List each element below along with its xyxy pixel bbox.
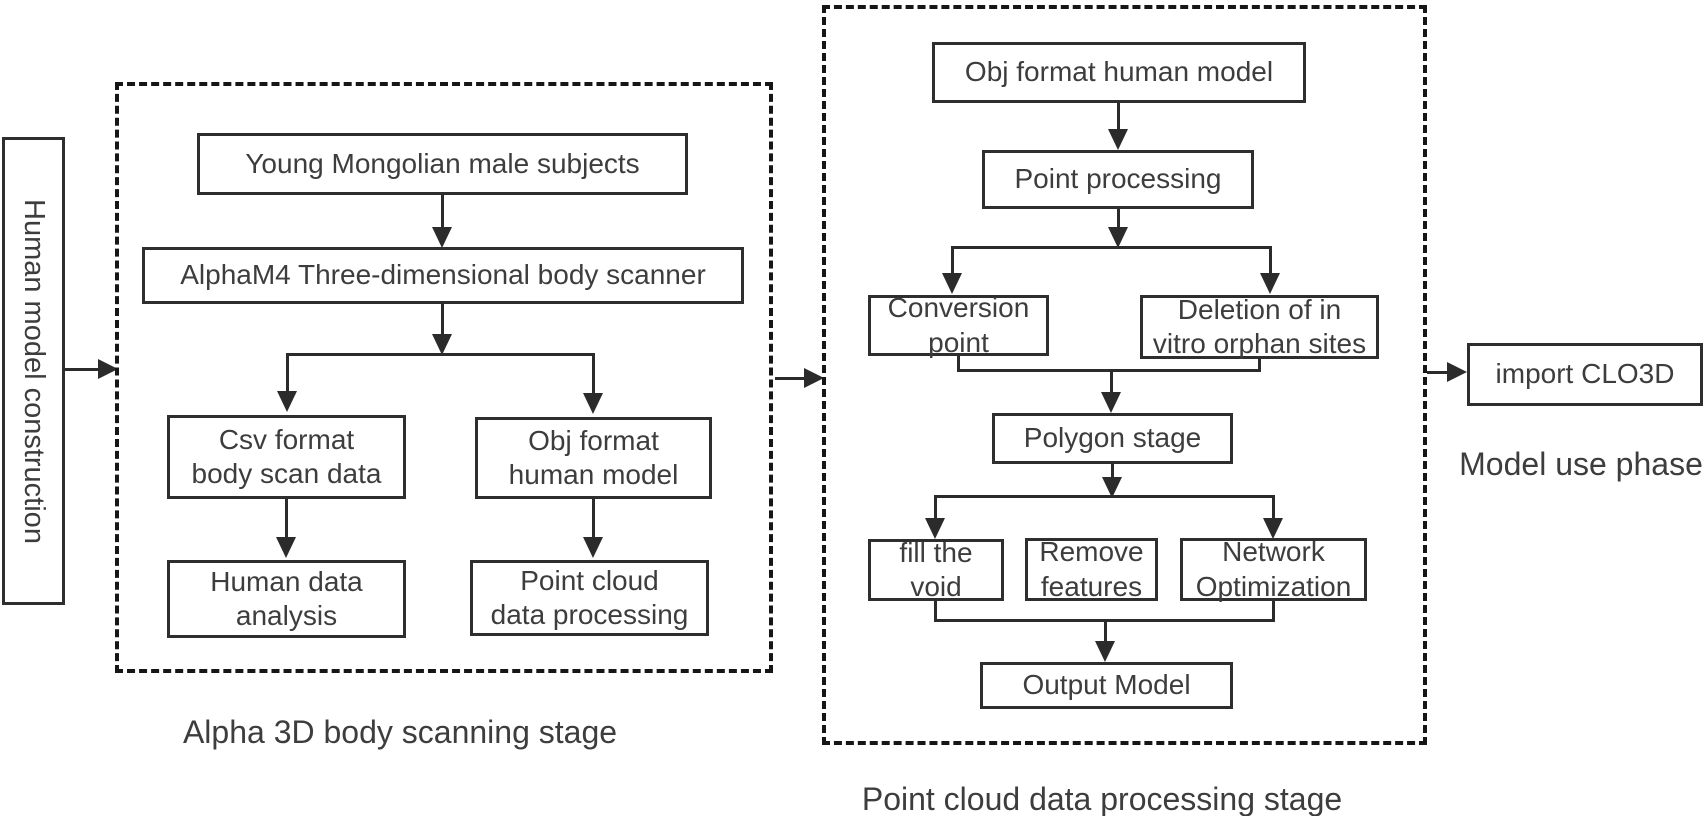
arrow-obj2-to-pointprocessing-line xyxy=(1117,103,1120,130)
branch-to-obj-head xyxy=(583,393,603,414)
merge2-right-stub xyxy=(1272,601,1275,622)
merge1-left-stub xyxy=(957,356,960,372)
arrow-merge2-to-output-line xyxy=(1104,619,1107,642)
node-obj-format-model-stage1: Obj format human model xyxy=(475,417,712,499)
arrow-obj-to-pointcloud-head xyxy=(583,537,603,558)
node-polygon-stage: Polygon stage xyxy=(992,413,1233,464)
arrow-scanner-down-head xyxy=(432,334,452,355)
node-output-model: Output Model xyxy=(980,662,1233,709)
node-deletion-orphan-sites: Deletion of in vitro orphan sites xyxy=(1140,294,1379,359)
branch-to-csv-head xyxy=(277,391,297,412)
branch-to-conversion-head xyxy=(942,273,962,294)
stage1-dashed-frame xyxy=(115,82,773,673)
branch-to-csv-line xyxy=(286,353,289,392)
node-point-processing: Point processing xyxy=(982,150,1254,209)
stage2-dashed-frame xyxy=(822,5,1427,745)
stage2-branch-line-1 xyxy=(952,246,1272,249)
stage1-branch-line xyxy=(287,353,595,356)
arrow-csv-to-analysis-line xyxy=(285,499,288,538)
node-human-data-analysis: Human data analysis xyxy=(167,560,406,638)
arrow-construction-to-stage1-line xyxy=(65,368,101,371)
arrow-polygon-down-head xyxy=(1102,477,1122,498)
branch-to-deletion-line xyxy=(1269,246,1272,274)
arrow-obj2-to-pointprocessing-head xyxy=(1108,129,1128,150)
merge1-right-stub xyxy=(1258,359,1261,372)
node-csv-format-data: Csv format body scan data xyxy=(167,415,406,499)
stage2-caption: Point cloud data processing stage xyxy=(861,781,1343,816)
arrow-merge1-to-polygon-head xyxy=(1101,392,1121,413)
node-import-clo3d: import CLO3D xyxy=(1467,343,1703,406)
node-remove-features: Remove features xyxy=(1025,536,1158,602)
arrow-construction-to-stage1-head xyxy=(98,359,118,379)
node-point-cloud-processing-stage1: Point cloud data processing xyxy=(470,560,709,636)
arrow-stage1-to-stage2-head xyxy=(804,368,824,388)
stage1-caption: Alpha 3D body scanning stage xyxy=(182,714,618,750)
arrow-scanner-down-line xyxy=(441,304,444,336)
arrow-csv-to-analysis-head xyxy=(276,537,296,558)
arrow-merge2-to-output-head xyxy=(1095,641,1115,662)
arrow-polygon-down-line xyxy=(1111,464,1114,479)
arrow-obj-to-pointcloud-line xyxy=(592,499,595,538)
arrow-merge1-to-polygon-line xyxy=(1110,369,1113,393)
arrow-stage1-to-stage2-line xyxy=(775,377,807,380)
human-model-construction-box: Human model construction xyxy=(2,137,65,605)
branch-to-fillvoid-head xyxy=(925,518,945,539)
branch-to-obj-line xyxy=(592,353,595,394)
arrow-subjects-to-scanner-head xyxy=(432,227,452,248)
merge2-left-stub xyxy=(934,601,937,622)
arrow-stage2-to-import-head xyxy=(1447,362,1467,382)
branch-to-conversion-line xyxy=(951,246,954,274)
node-obj-format-model-stage2: Obj format human model xyxy=(932,42,1306,103)
branch-to-deletion-head xyxy=(1260,273,1280,294)
node-conversion-point: Conversion point xyxy=(868,292,1049,358)
branch-to-network-head xyxy=(1263,518,1283,539)
node-fill-the-void: fill the void xyxy=(868,537,1004,602)
arrow-stage2-to-import-line xyxy=(1427,371,1449,374)
branch-to-network-line xyxy=(1272,495,1275,519)
arrow-pointprocessing-down-head xyxy=(1108,227,1128,248)
node-young-mongolian-subjects: Young Mongolian male subjects xyxy=(197,133,688,195)
branch-to-fillvoid-line xyxy=(934,495,937,519)
arrow-subjects-to-scanner-line xyxy=(441,195,444,228)
node-network-optimization: Network Optimization xyxy=(1180,536,1367,602)
merge1-line xyxy=(957,369,1261,372)
node-alpham4-scanner: AlphaM4 Three-dimensional body scanner xyxy=(142,247,744,304)
stage2-branch-line-2 xyxy=(935,495,1275,498)
model-use-phase-caption: Model use phase xyxy=(1459,446,1703,482)
arrow-pointprocessing-down-line xyxy=(1117,209,1120,228)
